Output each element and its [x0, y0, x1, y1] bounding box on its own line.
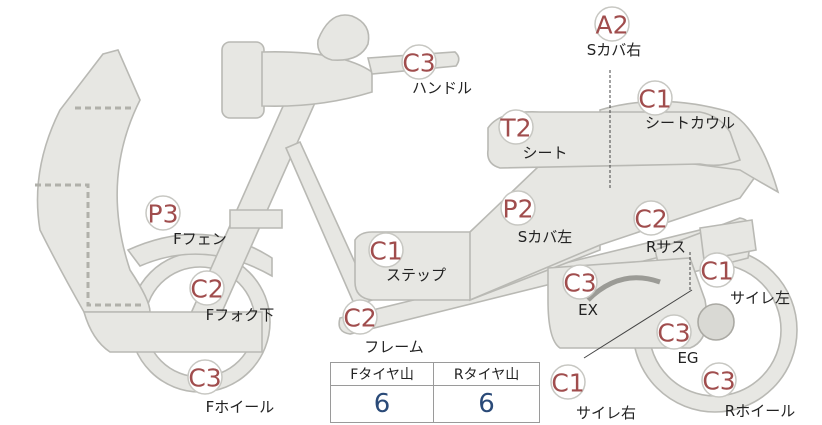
- part-label-f-wheel: Fホイール: [206, 398, 275, 416]
- part-label-s-cover-left: Sカバ左: [518, 228, 573, 246]
- grade-badge-exhaust: C3: [563, 269, 596, 298]
- part-label-muffler-left: サイレ左: [730, 289, 790, 307]
- grade-badge-seat-cowl: C1: [638, 85, 671, 114]
- tread-table-value-row: 6 6: [329, 385, 540, 423]
- grade-badge-circle: [550, 364, 586, 400]
- part-label-f-fender: Fフェン: [173, 230, 227, 248]
- meter-shape: [316, 14, 370, 61]
- grade-badge-circle: [633, 200, 669, 236]
- grade-badge-r-wheel: C3: [702, 367, 735, 396]
- grade-badge-f-fork-lower: C2: [190, 275, 223, 304]
- grade-badge-frame: C2: [343, 304, 376, 333]
- part-muffler-left: C1 サイレ左: [699, 252, 790, 307]
- grade-badge-circle: [368, 232, 404, 268]
- exhaust-pipe-shape: [586, 275, 661, 302]
- part-label-seat-cowl: シートカウル: [645, 114, 735, 132]
- grade-badge-r-suspension: C2: [634, 205, 667, 234]
- tread-header-rear: Rタイヤ山: [433, 362, 540, 386]
- grade-badge-s-cover-left: P2: [503, 195, 534, 224]
- tread-value-front: 6: [329, 385, 435, 423]
- front-cowl-seam: [35, 106, 145, 307]
- lower-apron-shape: [82, 311, 263, 353]
- leader-muffler-right: [583, 289, 693, 359]
- tire-tread-table: Fタイヤ山 Rタイヤ山 6 6: [329, 362, 540, 423]
- grade-badge-circle: [189, 270, 225, 306]
- grade-badge-f-fender: P3: [148, 200, 179, 229]
- headlight-shape: [221, 41, 265, 119]
- grade-badge-circle: [498, 109, 534, 145]
- grade-badge-circle: [187, 359, 223, 395]
- grade-badge-circle: [145, 195, 181, 231]
- part-frame: C2 フレーム: [342, 299, 424, 356]
- grade-badge-s-cover-right: A2: [595, 11, 628, 40]
- engine-cover: [697, 303, 735, 341]
- grade-badge-circle: [701, 362, 737, 398]
- tread-value-rear: 6: [433, 385, 540, 423]
- part-label-r-suspension: Rサス: [646, 238, 686, 256]
- grade-badge-handle: C3: [402, 49, 435, 78]
- part-label-step: ステップ: [386, 266, 446, 284]
- grade-badge-circle: [500, 190, 536, 226]
- grade-badge-circle: [342, 299, 378, 335]
- part-label-r-wheel: Rホイール: [725, 402, 795, 420]
- grade-badge-muffler-right: C1: [551, 369, 584, 398]
- grade-badge-muffler-left: C1: [700, 257, 733, 286]
- head-cover-shape: [261, 51, 373, 108]
- front-cowl-shape: [36, 49, 151, 313]
- grade-badge-circle: [401, 44, 437, 80]
- grade-badge-seat: T2: [499, 114, 531, 143]
- part-label-f-fork-lower: Fフォク下: [206, 306, 275, 324]
- grade-badge-engine: C3: [657, 319, 690, 348]
- grade-badge-circle: [562, 264, 598, 300]
- part-label-s-cover-right: Sカバ右: [587, 41, 642, 59]
- tread-header-front: Fタイヤ山: [329, 362, 435, 386]
- grade-badge-circle: [594, 6, 630, 42]
- grade-badge-step: C1: [369, 237, 402, 266]
- grade-badge-circle: [637, 80, 673, 116]
- part-label-muffler-right: サイレ右: [576, 404, 636, 422]
- part-muffler-right: C1 サイレ右: [550, 364, 636, 422]
- steering-stem-shape: [229, 209, 283, 229]
- grade-badge-circle: [699, 252, 735, 288]
- part-label-handle: ハンドル: [412, 79, 472, 97]
- part-label-exhaust: EX: [578, 301, 598, 319]
- tread-table-header-row: Fタイヤ山 Rタイヤ山: [329, 362, 540, 386]
- part-label-seat: シート: [522, 144, 567, 162]
- part-label-engine: EG: [677, 349, 698, 367]
- grade-badge-circle: [656, 314, 692, 350]
- part-label-frame: フレーム: [364, 338, 424, 356]
- grade-badge-f-wheel: C3: [188, 364, 221, 393]
- muffler-shape: [699, 219, 757, 261]
